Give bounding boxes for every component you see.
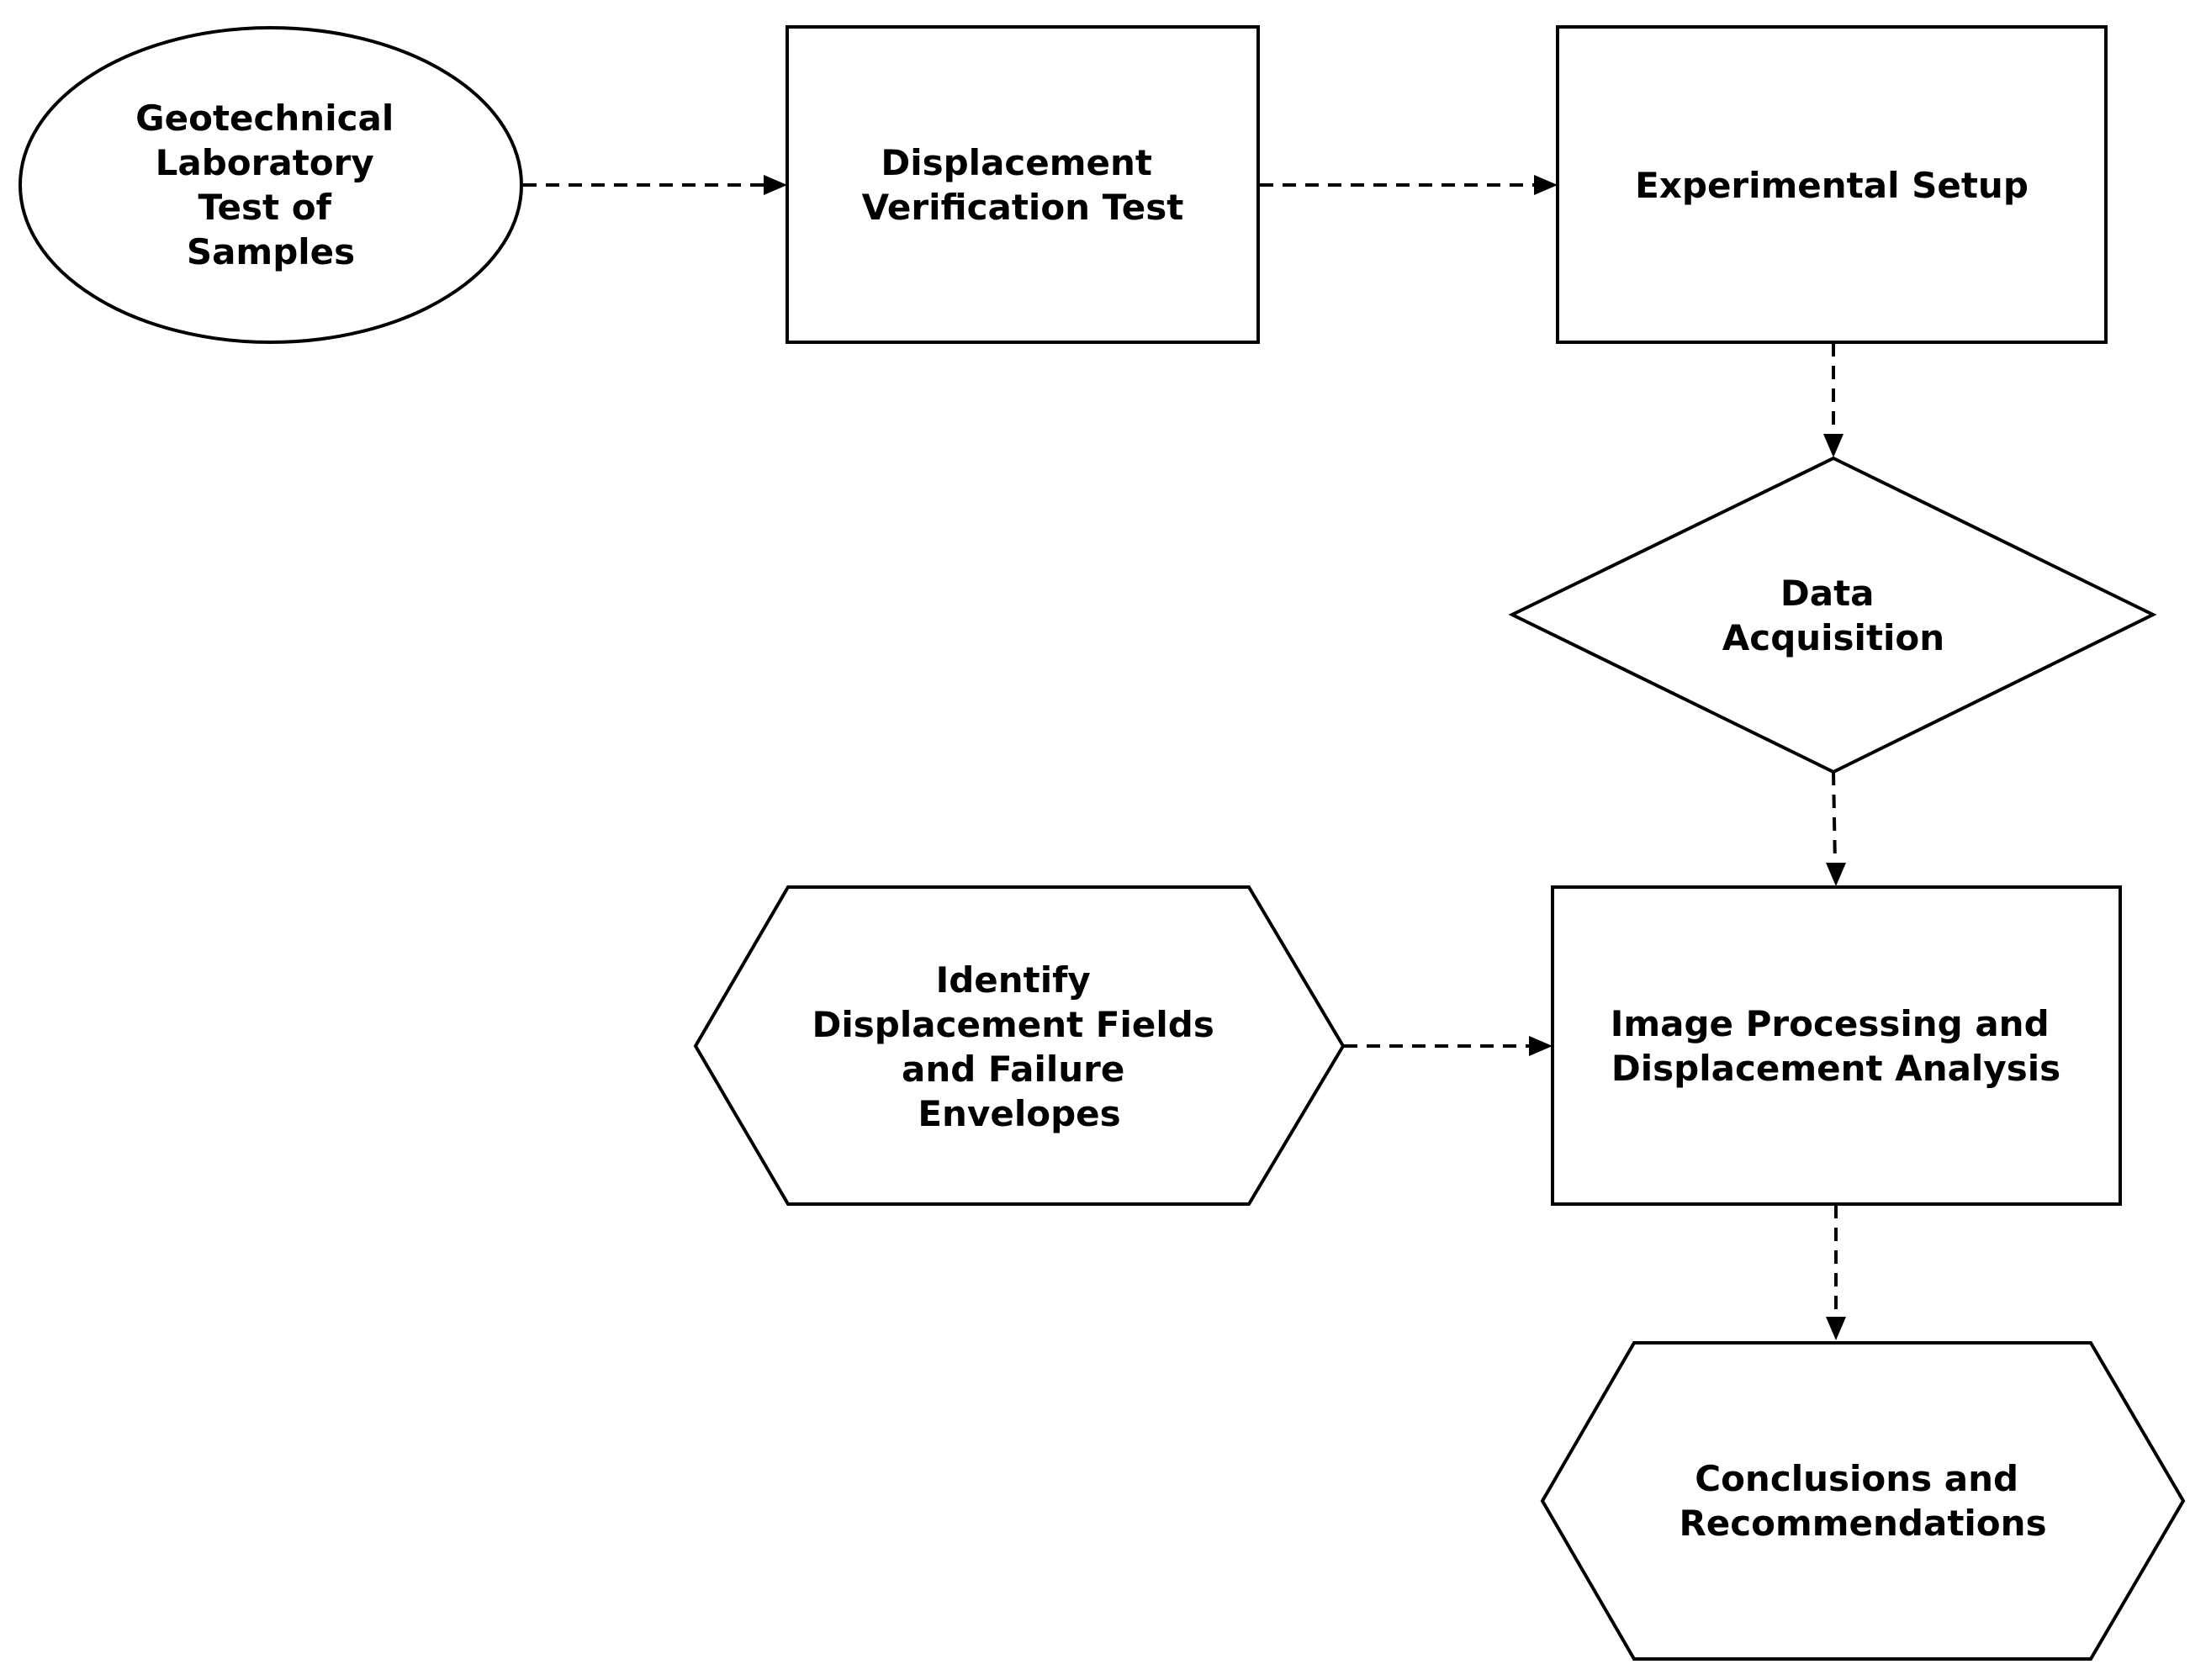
- label-line: Displacement Fields: [812, 1004, 1214, 1045]
- node-geotechnical-test: Geotechnical Laboratory Test of Samples: [19, 26, 523, 344]
- node-image-processing: Image Processing and Displacement Analys…: [1551, 885, 2122, 1206]
- node-label-displacement-verification: Displacement Verification Test: [862, 142, 1184, 228]
- label-line: Conclusions and: [1695, 1458, 2018, 1499]
- node-label-conclusions: Conclusions and Recommendations: [1679, 1458, 2046, 1544]
- node-experimental-setup: Experimental Setup: [1556, 25, 2108, 344]
- label-line: Recommendations: [1679, 1503, 2046, 1544]
- label-line: Displacement Analysis: [1611, 1048, 2060, 1089]
- edge-acquisition-to-processing: [1826, 771, 1846, 886]
- edge-geotechnical-to-verification: [523, 175, 787, 195]
- node-label-geotechnical-test: Geotechnical Laboratory Test of Samples: [135, 98, 406, 272]
- label-line: Verification Test: [862, 187, 1184, 228]
- node-label-identify-fields: Identify Displacement Fields and Failure…: [812, 959, 1227, 1134]
- edge-processing-to-conclusions: [1826, 1205, 1846, 1340]
- label-line: Envelopes: [918, 1093, 1120, 1134]
- label-line: Data: [1780, 573, 1875, 614]
- edge-setup-to-acquisition: [1823, 343, 1844, 457]
- connectors: [523, 175, 1846, 1340]
- label-line: Geotechnical: [135, 98, 394, 139]
- edge-identify-to-processing: [1344, 1036, 1553, 1056]
- node-displacement-verification: Displacement Verification Test: [786, 25, 1260, 344]
- edge-verification-to-setup: [1260, 175, 1558, 195]
- label-line: Laboratory: [156, 142, 374, 183]
- node-data-acquisition: Data Acquisition: [1508, 456, 2157, 774]
- label-line: Test of: [198, 187, 331, 228]
- label-line: Identify: [936, 959, 1091, 1001]
- label-line: Displacement: [881, 142, 1152, 183]
- node-conclusions: Conclusions and Recommendations: [1540, 1341, 2186, 1661]
- node-label-experimental-setup: Experimental Setup: [1635, 165, 2029, 206]
- node-label-image-processing: Image Processing and Displacement Analys…: [1611, 1003, 2062, 1089]
- node-identify-fields: Identify Displacement Fields and Failure…: [693, 885, 1346, 1206]
- label-line: and Failure: [902, 1049, 1124, 1090]
- label-line: Samples: [187, 231, 355, 272]
- node-label-data-acquisition: Data Acquisition: [1722, 573, 1944, 658]
- label-line: Image Processing and: [1611, 1003, 2050, 1044]
- label-line: Experimental Setup: [1635, 165, 2029, 206]
- label-line: Acquisition: [1722, 617, 1944, 658]
